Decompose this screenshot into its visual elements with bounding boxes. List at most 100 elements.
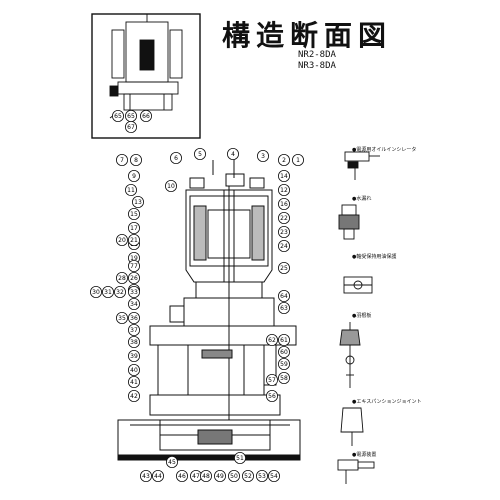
inset-callout: 65 [112,110,125,123]
main-callout: 23 [277,225,290,238]
inset-callout-label: 65 [127,113,135,120]
main-callout-label: 43 [142,473,150,480]
inset-callout-label: 66 [142,113,150,120]
main-callout: 56 [265,389,278,402]
page-title: 構造断面図 [222,19,393,52]
main-callout: 7 [116,153,129,166]
main-callout-label: 64 [280,293,288,300]
main-callout-label: 17 [130,225,138,232]
main-callout: 54 [267,469,280,482]
main-callout: 52 [241,469,254,482]
inset-callout: 67 [125,121,138,134]
main-callout-label: 5 [198,151,202,158]
main-callout: 28 [116,271,129,284]
main-callout-label: 44 [154,473,162,480]
main-callout-label: 23 [280,229,288,236]
main-callout-label: 24 [280,243,288,250]
main-callout: 33 [127,285,140,298]
main-callout: 22 [277,211,290,224]
main-callout: 1 [291,153,304,166]
main-callout-label: 13 [134,199,142,206]
main-callout: 38 [127,335,140,348]
main-callout: 31 [102,285,115,298]
main-callout: 20 [116,233,129,246]
main-callout: 48 [199,469,212,482]
main-callout-label: 8 [134,157,138,164]
main-callout-label: 40 [130,367,138,374]
main-callout-label: 32 [116,289,124,296]
main-callout-label: 61 [280,337,288,344]
main-pump-section [117,156,301,461]
main-callout-label: 7 [120,157,124,164]
main-callout: 12 [277,183,290,196]
main-callout-label: 59 [280,361,288,368]
main-callout-label: 58 [280,375,288,382]
side-label-3: ●軸受保持用油保護 [352,254,397,260]
main-callout-label: 20 [118,237,126,244]
main-callout-label: 54 [270,473,278,480]
main-callout: 10 [164,179,177,192]
main-callout-label: 21 [130,237,138,244]
main-callout-label: 38 [130,339,138,346]
main-callout: 37 [127,323,140,336]
main-callout: 11 [125,183,138,196]
main-callout: 36 [127,311,140,324]
main-callout-label: 45 [168,459,176,466]
main-callout: 77 [127,259,140,272]
main-callout-label: 16 [280,201,288,208]
main-callout-label: 14 [280,173,288,180]
inset-callout-group: 65 65 66 67 [112,110,152,134]
main-callout-label: 51 [236,455,244,462]
main-callout: 62 [265,333,278,346]
main-callout: 17 [127,221,140,234]
main-callout-label: 77 [130,263,138,270]
main-callout: 25 [277,261,290,274]
main-callout-label: 30 [92,289,100,296]
main-callout-label: 19 [130,255,138,262]
main-callout-label: 10 [167,183,175,190]
main-callout: 50 [227,469,240,482]
main-callout: 4 [226,147,239,160]
side-label-6: ●電源装置 [352,452,377,458]
main-callout-group: 7865432191011131412151617221823202124197… [90,147,304,482]
main-callout-label: 11 [127,187,135,194]
main-callout-label: 48 [202,473,210,480]
main-callout: 49 [213,469,226,482]
inset-callout: 65 [125,110,138,123]
main-callout-label: 57 [268,377,276,384]
main-callout-label: 37 [130,327,138,334]
main-callout: 63 [277,301,290,314]
main-callout-label: 35 [118,315,126,322]
main-callout-label: 3 [261,153,265,160]
main-callout: 35 [116,311,129,324]
main-callout-label: 9 [132,173,136,180]
main-callout-label: 60 [280,349,288,356]
inset-callout-label: 65 [114,113,122,120]
main-callout: 6 [169,151,182,164]
main-callout-label: 12 [280,187,288,194]
main-callout: 58 [277,371,290,384]
main-callout-label: 31 [104,289,112,296]
main-callout-label: 15 [130,211,138,218]
main-callout-label: 52 [244,473,252,480]
main-callout: 64 [277,289,290,302]
main-callout-label: 2 [282,157,286,164]
main-callout-label: 56 [268,393,276,400]
main-callout: 14 [277,169,290,182]
main-callout: 8 [129,153,142,166]
main-callout-label: 62 [268,337,276,344]
main-callout: 53 [255,469,268,482]
main-callout: 32 [114,285,127,298]
main-callout-label: 26 [130,275,138,282]
main-callout-label: 34 [130,301,138,308]
main-callout: 57 [265,373,278,386]
main-callout: 41 [127,375,140,388]
main-callout-label: 50 [230,473,238,480]
main-callout-label: 36 [130,315,138,322]
main-callout-label: 22 [280,215,288,222]
main-callout: 2 [277,153,290,166]
model-name-1: NR2-8DA [298,50,336,60]
main-callout: 46 [175,469,188,482]
main-callout: 44 [151,469,164,482]
